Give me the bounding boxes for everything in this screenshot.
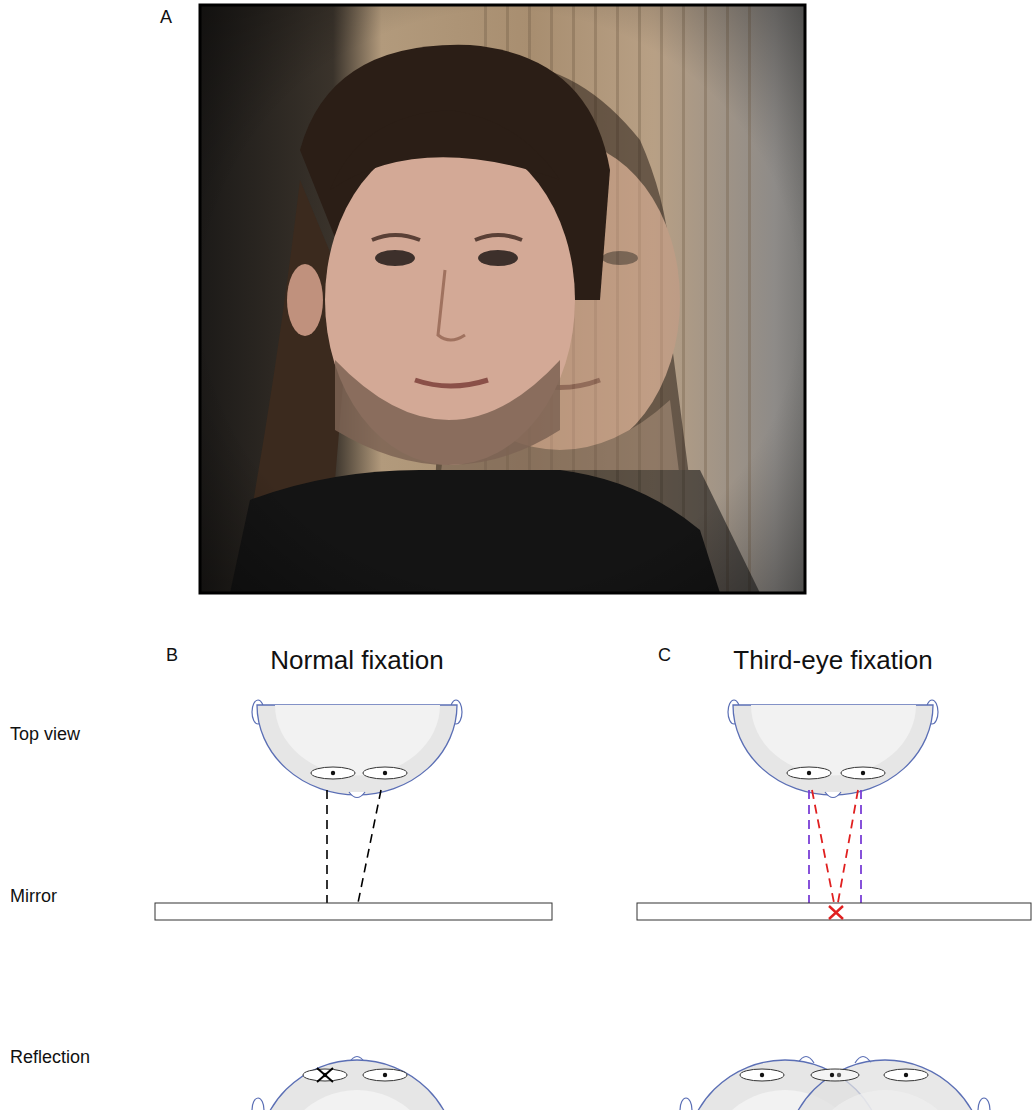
- panel-letter: C: [658, 646, 671, 666]
- head-top-view: [728, 700, 938, 798]
- photo: [200, 5, 805, 593]
- fixation-mark: [829, 906, 843, 919]
- mirror: [637, 903, 1031, 920]
- row-label: Mirror: [10, 887, 57, 907]
- panel-title: Third-eye fixation: [733, 646, 932, 675]
- head-reflection: [252, 1057, 457, 1110]
- panel-letter: B: [166, 646, 178, 666]
- panel-title: Normal fixation: [270, 646, 443, 675]
- panel-letter: A: [160, 8, 172, 28]
- photo-frame: [200, 5, 805, 593]
- head-reflection-double: [680, 1057, 990, 1110]
- row-label: Reflection: [10, 1048, 90, 1068]
- mirror: [155, 903, 552, 920]
- row-label: Top view: [10, 725, 80, 745]
- head-top-view: [252, 700, 462, 798]
